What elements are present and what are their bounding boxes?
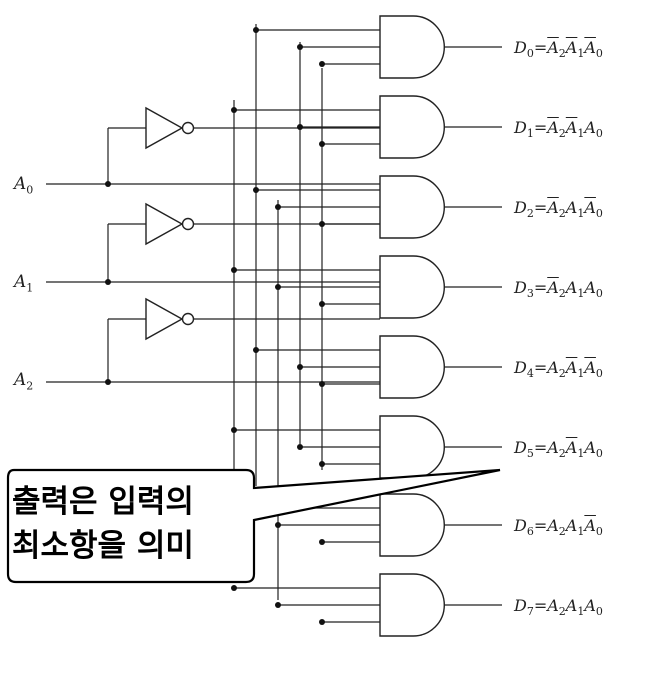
and-gate-d7 [379,573,445,637]
inverter-triangle [145,297,184,341]
junction-dot [319,221,325,227]
output-label-d7: D7=A2A1A0 [514,596,603,619]
inverter-bubble [181,217,195,231]
junction-dot [297,44,303,50]
junction-dot [319,381,325,387]
output-label-d1: D1=A2A1A0 [514,118,603,141]
junction-dot [253,27,259,33]
output-label-d6: D6=A2A1A0 [514,516,603,539]
junction-dot [105,379,111,385]
junction-dot [297,124,303,130]
junction-dot [231,585,237,591]
output-label-d5: D5=A2A1A0 [514,438,603,461]
junction-dot [231,267,237,273]
inverter-bubble [181,121,195,135]
junction-dot [105,279,111,285]
callout-text: 출력은 입력의 최소항을 의미 [12,480,194,568]
junction-dot [319,141,325,147]
output-label-d2: D2=A2A1A0 [514,198,603,221]
and-gate-d2 [379,175,445,239]
junction-dot [105,181,111,187]
junction-dot [319,461,325,467]
junction-dot [275,522,281,528]
junction-dot [275,602,281,608]
junction-dot [275,284,281,290]
and-gate-d3 [379,255,445,319]
inverter-triangle [145,106,184,150]
junction-dot [297,444,303,450]
junction-dot [231,427,237,433]
junction-dot [319,619,325,625]
callout-line-2: 최소항을 의미 [12,528,194,564]
junction-dot [275,204,281,210]
and-gate-d1 [379,95,445,159]
junction-dot [319,61,325,67]
input-label-a0: A0 [14,174,34,197]
and-gate-d4 [379,335,445,399]
junction-dot [253,347,259,353]
input-label-a1: A1 [14,272,34,295]
output-label-d0: D0=A2A1A0 [514,38,603,61]
junction-dot [319,539,325,545]
input-label-a2: A2 [14,370,34,393]
callout-line-1: 출력은 입력의 [12,484,194,520]
junction-dot [297,364,303,370]
inverter-bubble [181,312,195,326]
output-label-d3: D3=A2A1A0 [514,278,603,301]
inverter-triangle [145,202,184,246]
and-gate-d6 [379,493,445,557]
junction-dot [253,187,259,193]
and-gate-d0 [379,15,445,79]
output-label-d4: D4=A2A1A0 [514,358,603,381]
junction-dot [319,301,325,307]
and-gate-d5 [379,415,445,479]
junction-dot [231,107,237,113]
callout-bubble [6,468,501,584]
